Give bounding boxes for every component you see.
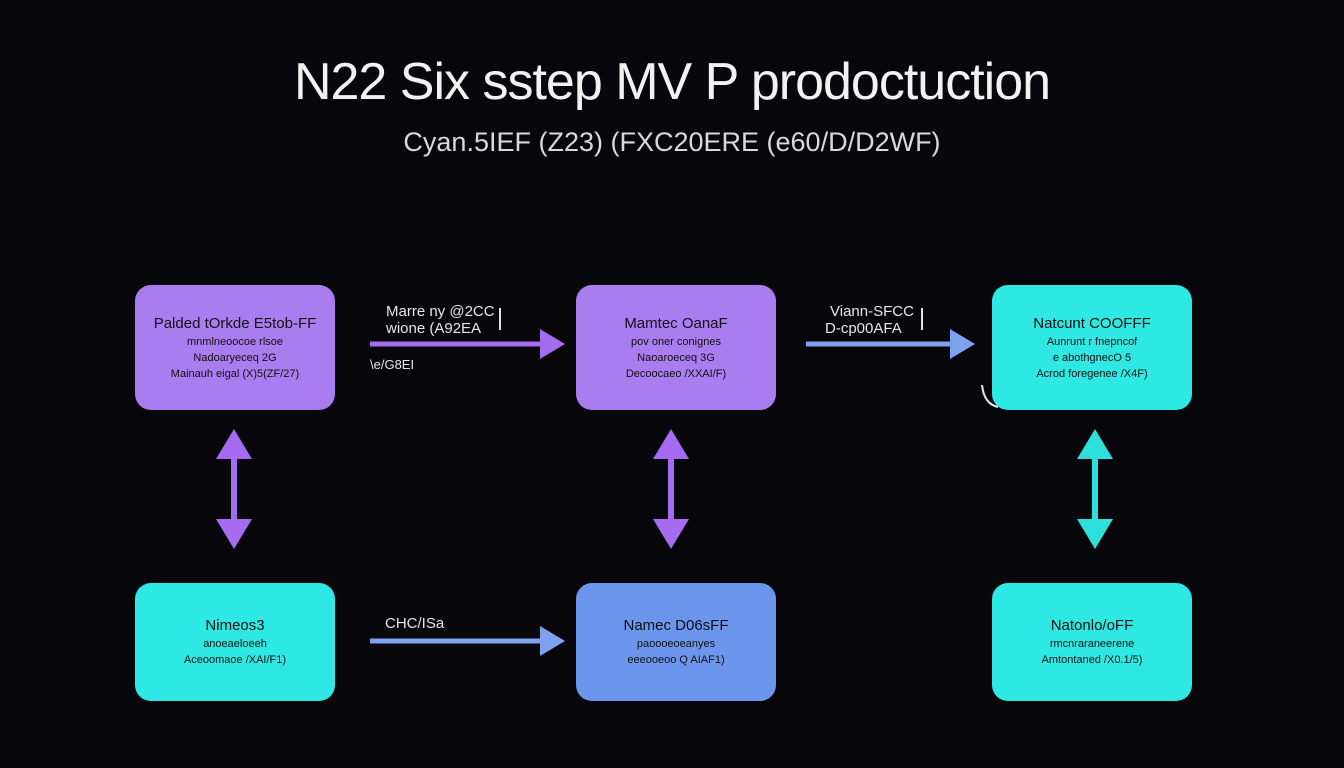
step-box-bottom-left: Nimeos3 anoeaeloeeh Aceoomaoe /XAI/F1) <box>135 583 335 701</box>
box-line: paoooeoeanyes <box>636 638 716 650</box>
arrow1-side-label: \e/G8EI <box>370 357 415 372</box>
arrow3-label: CHC/ISa <box>385 615 445 632</box>
arrow2-label-line1: Viann-SFCC <box>830 303 914 320</box>
box-title: Nimeos3 <box>205 617 265 634</box>
box-line: Nadoaryeceq 2G <box>193 352 277 364</box>
box-line: Mainauh eigal (X)5(ZF/27) <box>170 368 300 380</box>
box-title: Palded tOrkde E5tob-FF <box>153 315 317 332</box>
step-box-bottom-middle: Namec D06sFF paoooeoeanyes eeeooeoo Q AI… <box>576 583 776 701</box>
step-box-top-middle: Mamtec OanaF pov oner conignes Naoaroece… <box>576 285 776 410</box>
diagram-title: N22 Six sstep MV P prodoctuction <box>293 53 1051 111</box>
box-line: eeeooeoo Q AIAF1) <box>627 654 725 666</box>
box-title: Natcunt COOFFF <box>1033 315 1151 332</box>
box-line: e abothgnecO 5 <box>1052 352 1132 364</box>
box-title: Namec D06sFF <box>623 617 729 634</box>
box-line: Decoocaeo /XXAI/F) <box>625 368 727 380</box>
box-title: Natonlo/oFF <box>1050 617 1134 634</box>
diagram-subtitle: Cyan.5IEF (Z23) (FXC20ERE (e60/D/D2WF) <box>403 127 941 157</box>
step-box-top-right: Natcunt COOFFF Aunrunt r fnepncof e abot… <box>992 285 1192 410</box>
box-line: Acrod foregenee /X4F) <box>1036 368 1148 380</box>
box-line: Amtontaned /X0.1/5) <box>1041 654 1143 666</box>
box-line: Aceoomaoe /XAI/F1) <box>183 654 287 666</box>
step-box-top-left: Palded tOrkde E5tob-FF mnmlneoocoe rlsoe… <box>135 285 335 410</box>
step-box-bottom-right: Natonlo/oFF rmcnraraneerene Amtontaned /… <box>992 583 1192 701</box>
box-title: Mamtec OanaF <box>624 315 728 332</box>
box-line: Aunrunt r fnepncof <box>1046 336 1138 348</box>
box-line: rmcnraraneerene <box>1049 638 1135 650</box>
box-line: Naoaroeceq 3G <box>637 352 715 364</box>
arrow2-label-line2: D-cp00AFA <box>825 320 902 337</box>
box-line: pov oner conignes <box>631 336 721 348</box>
arrow1-label-line2: wione (A92EA <box>386 320 482 337</box>
curved-connector <box>981 384 999 408</box>
box-line: mnmlneoocoe rlsoe <box>187 336 283 348</box>
box-line: anoeaeloeeh <box>203 638 267 650</box>
arrow1-label-line1: Marre ny @2CC <box>386 303 495 320</box>
